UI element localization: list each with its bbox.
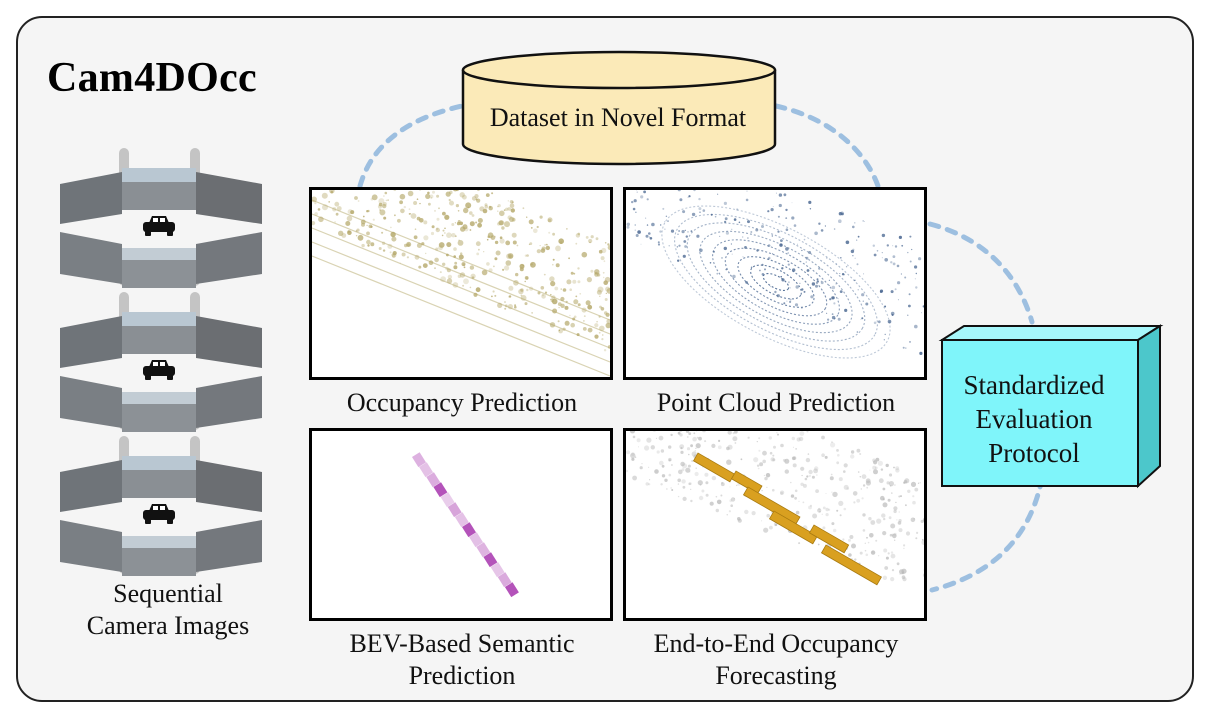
dataset-label: Dataset in Novel Format: [489, 103, 747, 132]
point-cloud-points: [626, 190, 924, 359]
protocol-line-1: Standardized: [963, 370, 1105, 400]
point-cloud-prediction-label: Point Cloud Prediction: [656, 388, 896, 417]
connector-protocol-bottom: [929, 475, 1045, 593]
occupancy-prediction-label: Occupancy Prediction: [346, 388, 578, 417]
camera-label-line-1: Sequential: [113, 579, 223, 608]
forecast-box: [730, 470, 763, 495]
point-cloud-prediction-panel: [623, 187, 927, 380]
bev-label-line-1: BEV-Based Semantic: [349, 629, 575, 658]
bev-semantic-prediction-label: BEV-Based Semantic Prediction: [305, 628, 619, 692]
car-icon: [143, 216, 175, 236]
point-cloud-prediction-image: [626, 190, 924, 359]
camera-stack: [60, 148, 262, 288]
diagram-title: Cam4DOcc: [47, 55, 258, 101]
occupancy-prediction-image: [312, 190, 610, 377]
camera-label-line-2: Camera Images: [86, 611, 250, 640]
camera-stack: [60, 292, 262, 432]
database-icon: [461, 50, 777, 166]
occupancy-forecasting-image: [626, 431, 924, 586]
occupancy-prediction-panel: [309, 187, 613, 380]
protocol-line-3: Protocol: [988, 438, 1080, 468]
occupancy-forecasting-label: End-to-End Occupancy Forecasting: [619, 628, 933, 692]
camera-stack: [60, 436, 262, 576]
connector-dataset-left: [357, 103, 465, 189]
forecast-label-line-2: Forecasting: [715, 661, 837, 690]
forecast-box: [768, 510, 818, 545]
camera-image-stacks: [60, 148, 262, 576]
connector-dataset-right: [773, 103, 881, 189]
camera-images-label: Sequential Camera Images: [80, 578, 256, 642]
car-icon: [143, 504, 175, 524]
occupancy-forecasting-panel: [623, 428, 927, 621]
bev-semantic-strip: [412, 452, 519, 598]
bev-label-line-2: Prediction: [408, 661, 516, 690]
bev-semantic-prediction-panel: [309, 428, 613, 621]
forecast-label-line-1: End-to-End Occupancy: [653, 629, 899, 658]
bev-semantic-prediction-image: [412, 452, 519, 598]
car-icon: [143, 360, 175, 380]
cube-icon: [938, 324, 1164, 489]
forecast-box: [820, 544, 882, 586]
protocol-label: Standardized Evaluation Protocol: [944, 368, 1124, 470]
occupancy-points: [312, 190, 610, 377]
forecast-box: [742, 486, 801, 526]
forecast-box: [808, 524, 850, 554]
connector-protocol-top: [927, 221, 1035, 325]
protocol-line-2: Evaluation: [975, 404, 1093, 434]
